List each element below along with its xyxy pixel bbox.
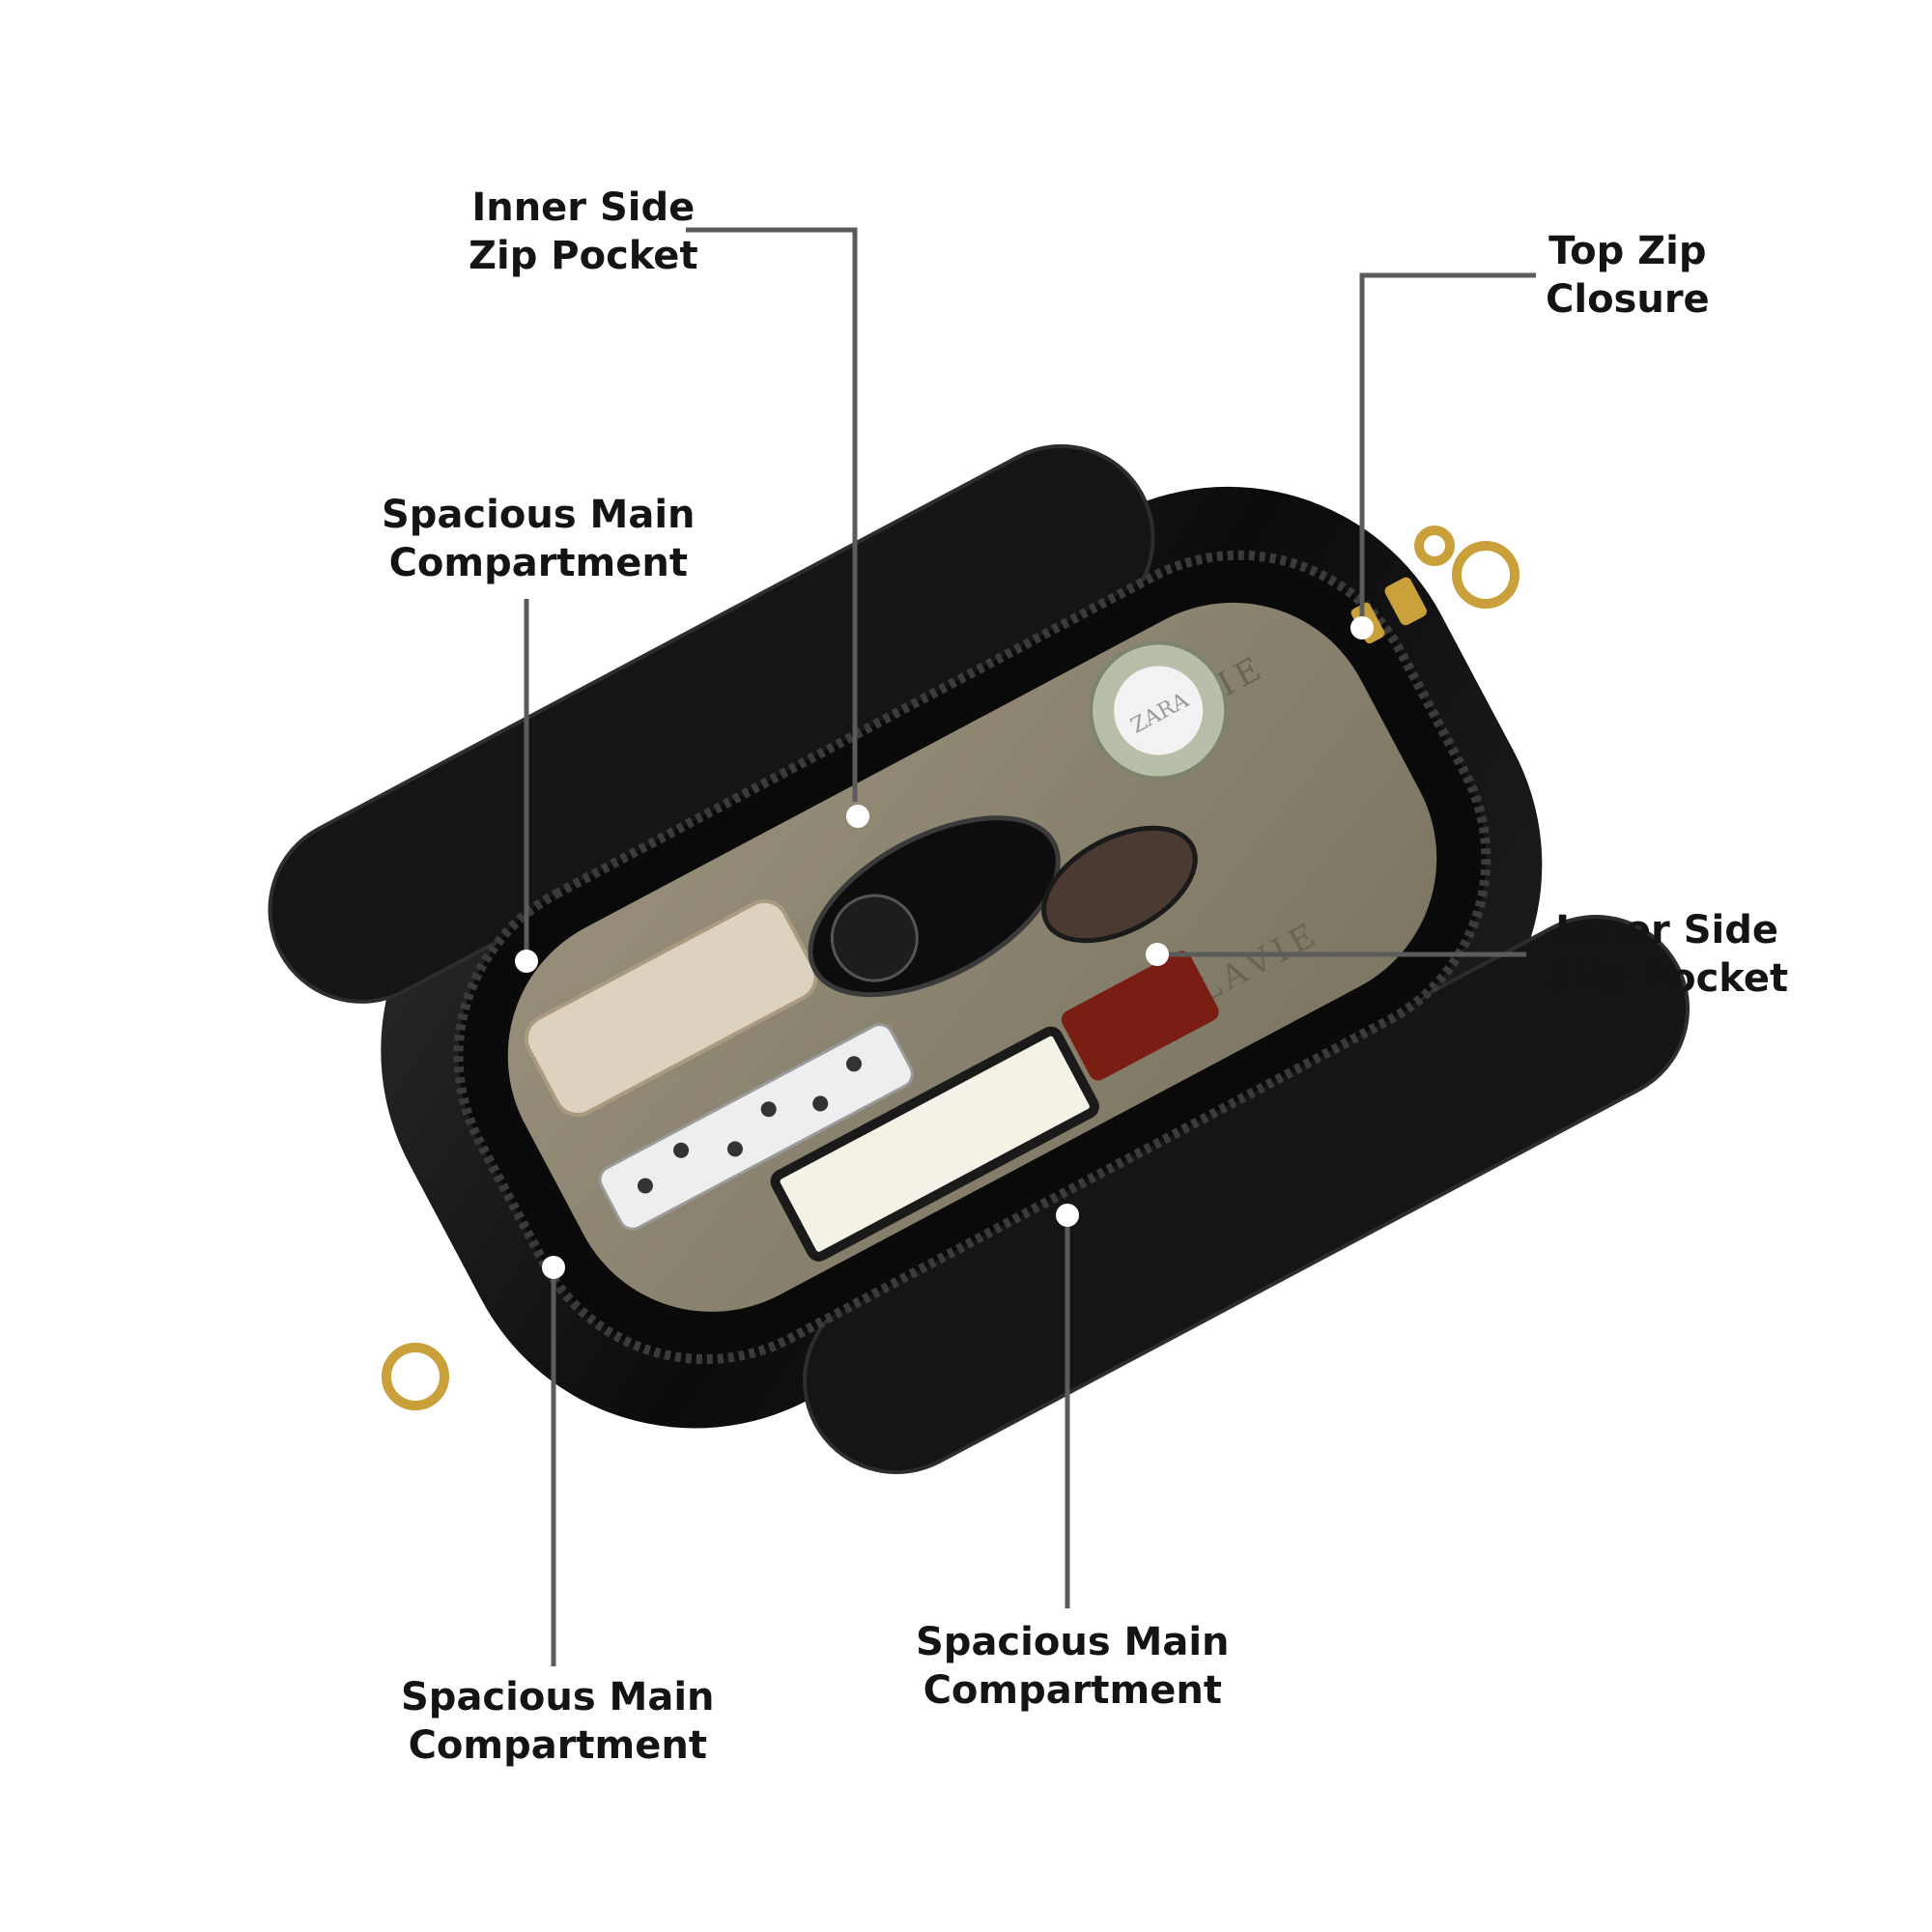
- star-pattern: [637, 1056, 862, 1194]
- callout-inner-side-slip-pocket: Inner Side Slip Pocket: [1546, 906, 1788, 1003]
- notebook: [770, 1026, 1099, 1262]
- callout-line: Slip Pocket: [1546, 956, 1789, 1001]
- strap-hardware: [382, 526, 1520, 1410]
- callout-spacious-main-compartment-bottom-left: Spacious Main Compartment: [401, 1673, 715, 1770]
- marker-dot-spacious-main-bottom-right: [1056, 1204, 1079, 1227]
- callout-line: Closure: [1546, 277, 1710, 322]
- marker-dot-inner-side-slip-pocket: [1146, 943, 1169, 966]
- callout-line: Spacious Main: [916, 1620, 1230, 1664]
- leader-inner-side-zip-pocket: [686, 227, 858, 802]
- leader-lines: [524, 227, 1536, 1666]
- callout-line: Compartment: [408, 1723, 707, 1768]
- marker-dots: [515, 616, 1374, 1279]
- callout-spacious-main-compartment-bottom-right: Spacious Main Compartment: [916, 1618, 1230, 1715]
- callout-line: Inner Side: [1555, 908, 1778, 952]
- callout-line: Spacious Main: [401, 1675, 715, 1719]
- marker-dot-top-zip-closure: [1350, 616, 1374, 639]
- callout-line: Zip Pocket: [469, 234, 698, 278]
- leader-top-zip-closure: [1359, 272, 1536, 628]
- marker-dot-spacious-main-left: [515, 950, 538, 973]
- lipstick: [1061, 951, 1219, 1081]
- callout-line: Compartment: [388, 541, 688, 585]
- callout-spacious-main-compartment-left: Spacious Main Compartment: [382, 491, 696, 587]
- wallet-strap: [598, 1023, 914, 1231]
- callout-line: Spacious Main: [382, 493, 696, 537]
- phone: [524, 898, 818, 1117]
- callout-line: Top Zip: [1548, 229, 1707, 273]
- callout-line: Compartment: [923, 1668, 1222, 1713]
- perfume-cap: [1114, 666, 1204, 755]
- callout-line: Inner Side: [471, 185, 696, 230]
- marker-dot-inner-side-zip-pocket: [846, 805, 869, 828]
- marker-dot-spacious-main-bottom-left: [542, 1256, 565, 1279]
- callout-inner-side-zip-pocket: Inner Side Zip Pocket: [469, 184, 698, 280]
- sunglasses: [1041, 825, 1198, 944]
- callout-top-zip-closure: Top Zip Closure: [1546, 227, 1710, 324]
